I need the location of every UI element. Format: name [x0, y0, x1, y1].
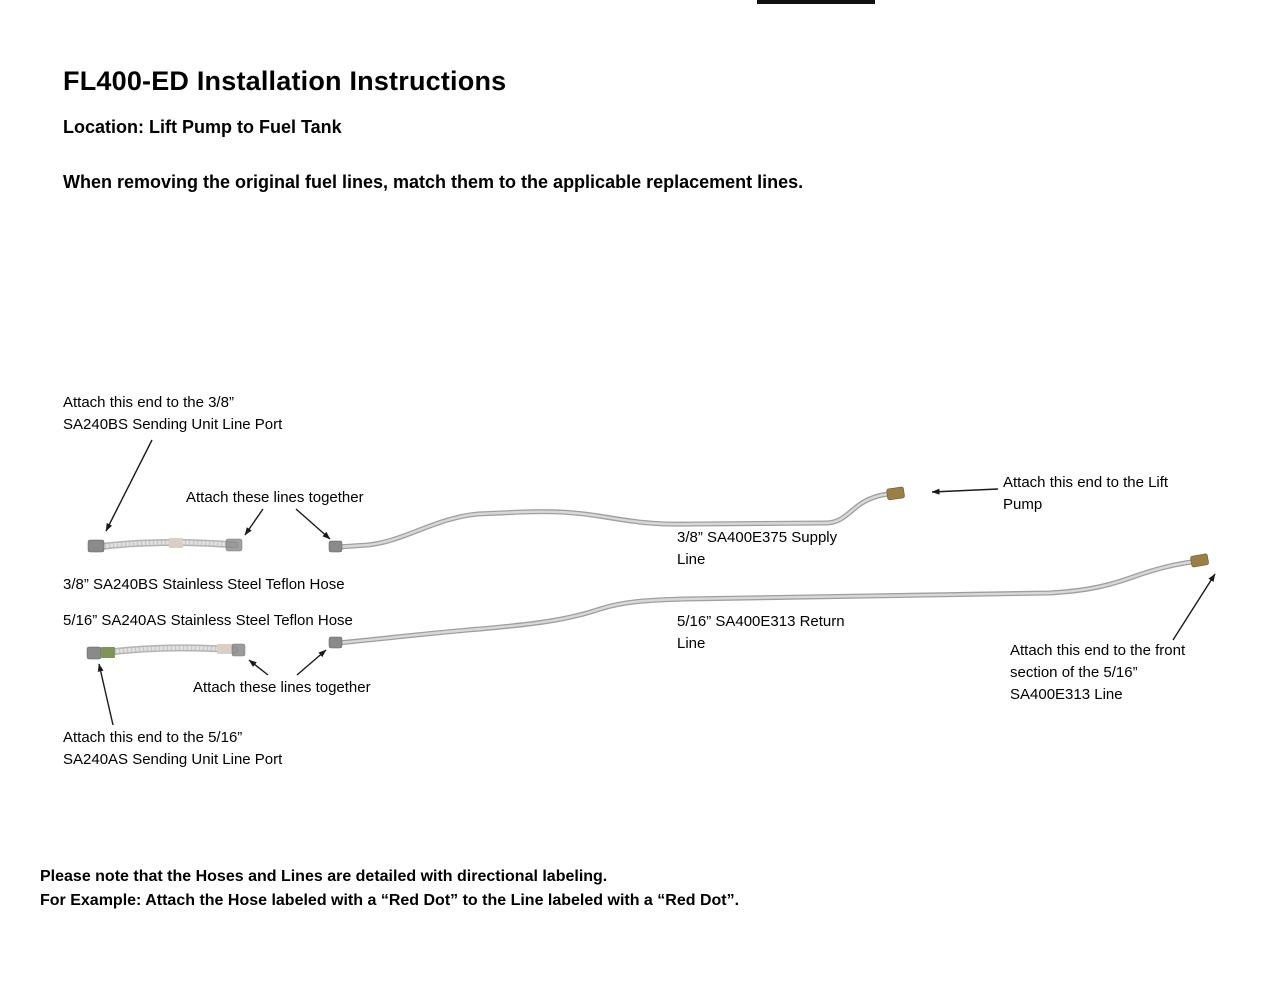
hose-516-collar: [217, 644, 233, 654]
hose-516-sa240as: [86, 643, 246, 660]
arrow-bottom-join-left: [248, 659, 269, 676]
label-return-line: 5/16” SA400E313 Return Line: [677, 613, 845, 652]
arrow-to-front-section: [1172, 573, 1216, 641]
intro-note: When removing the original fuel lines, m…: [63, 172, 804, 192]
arrow-to-38-hose-left-end: [105, 439, 153, 532]
label-hose-38: 3/8” SA240BS Stainless Steel Teflon Hose: [63, 576, 345, 593]
callout-attach-lift-pump: Attach this end to the Lift Pump: [1003, 474, 1169, 513]
location-subtitle: Location: Lift Pump to Fuel Tank: [63, 117, 342, 137]
supply-line-lift-pump-fitting: [886, 486, 905, 501]
supply-line-38: [328, 486, 905, 553]
callout-attach-front-section: Attach this end to the front section of …: [1010, 642, 1186, 703]
hose-38-left-fitting: [87, 539, 105, 553]
label-hose-516: 5/16” SA240AS Stainless Steel Teflon Hos…: [63, 612, 353, 629]
label-supply-line: 3/8” SA400E375 Supply Line: [677, 529, 838, 568]
return-line-right-fitting: [1190, 553, 1209, 568]
arrow-top-join-right: [295, 508, 331, 540]
return-line-516: [328, 553, 1209, 649]
footer-note-directional-labeling: Please note that the Hoses and Lines are…: [40, 868, 608, 885]
annotation-arrows: [97, 439, 1216, 726]
hose-38-right-fitting: [225, 538, 243, 552]
callout-attach-516-sending-port: Attach this end to the 5/16” SA240AS Sen…: [63, 729, 283, 768]
arrow-to-lift-pump-fitting: [931, 488, 999, 495]
supply-line-left-fitting: [328, 540, 343, 553]
arrow-to-516-hose-left-end: [97, 663, 114, 726]
callout-attach-38-sending-port: Attach this end to the 3/8” SA240BS Send…: [63, 394, 283, 433]
hose-516-right-fitting: [231, 643, 246, 657]
hose-516-left-fitting: [86, 646, 102, 660]
page-title: FL400-ED Installation Instructions: [63, 66, 507, 96]
hose-38-sa240bs: [87, 538, 243, 553]
top-edge-artifact: [757, 0, 875, 4]
callout-attach-lines-together-top: Attach these lines together: [186, 489, 364, 506]
callout-attach-lines-together-bottom: Attach these lines together: [193, 679, 371, 696]
footer-note-red-dot-example: For Example: Attach the Hose labeled wit…: [40, 892, 740, 909]
arrow-top-join-left: [244, 508, 264, 536]
return-line-left-fitting: [328, 636, 343, 649]
hose-38-collar: [169, 538, 183, 548]
arrow-bottom-join-right: [296, 649, 327, 676]
hose-516-green-band: [101, 647, 115, 658]
